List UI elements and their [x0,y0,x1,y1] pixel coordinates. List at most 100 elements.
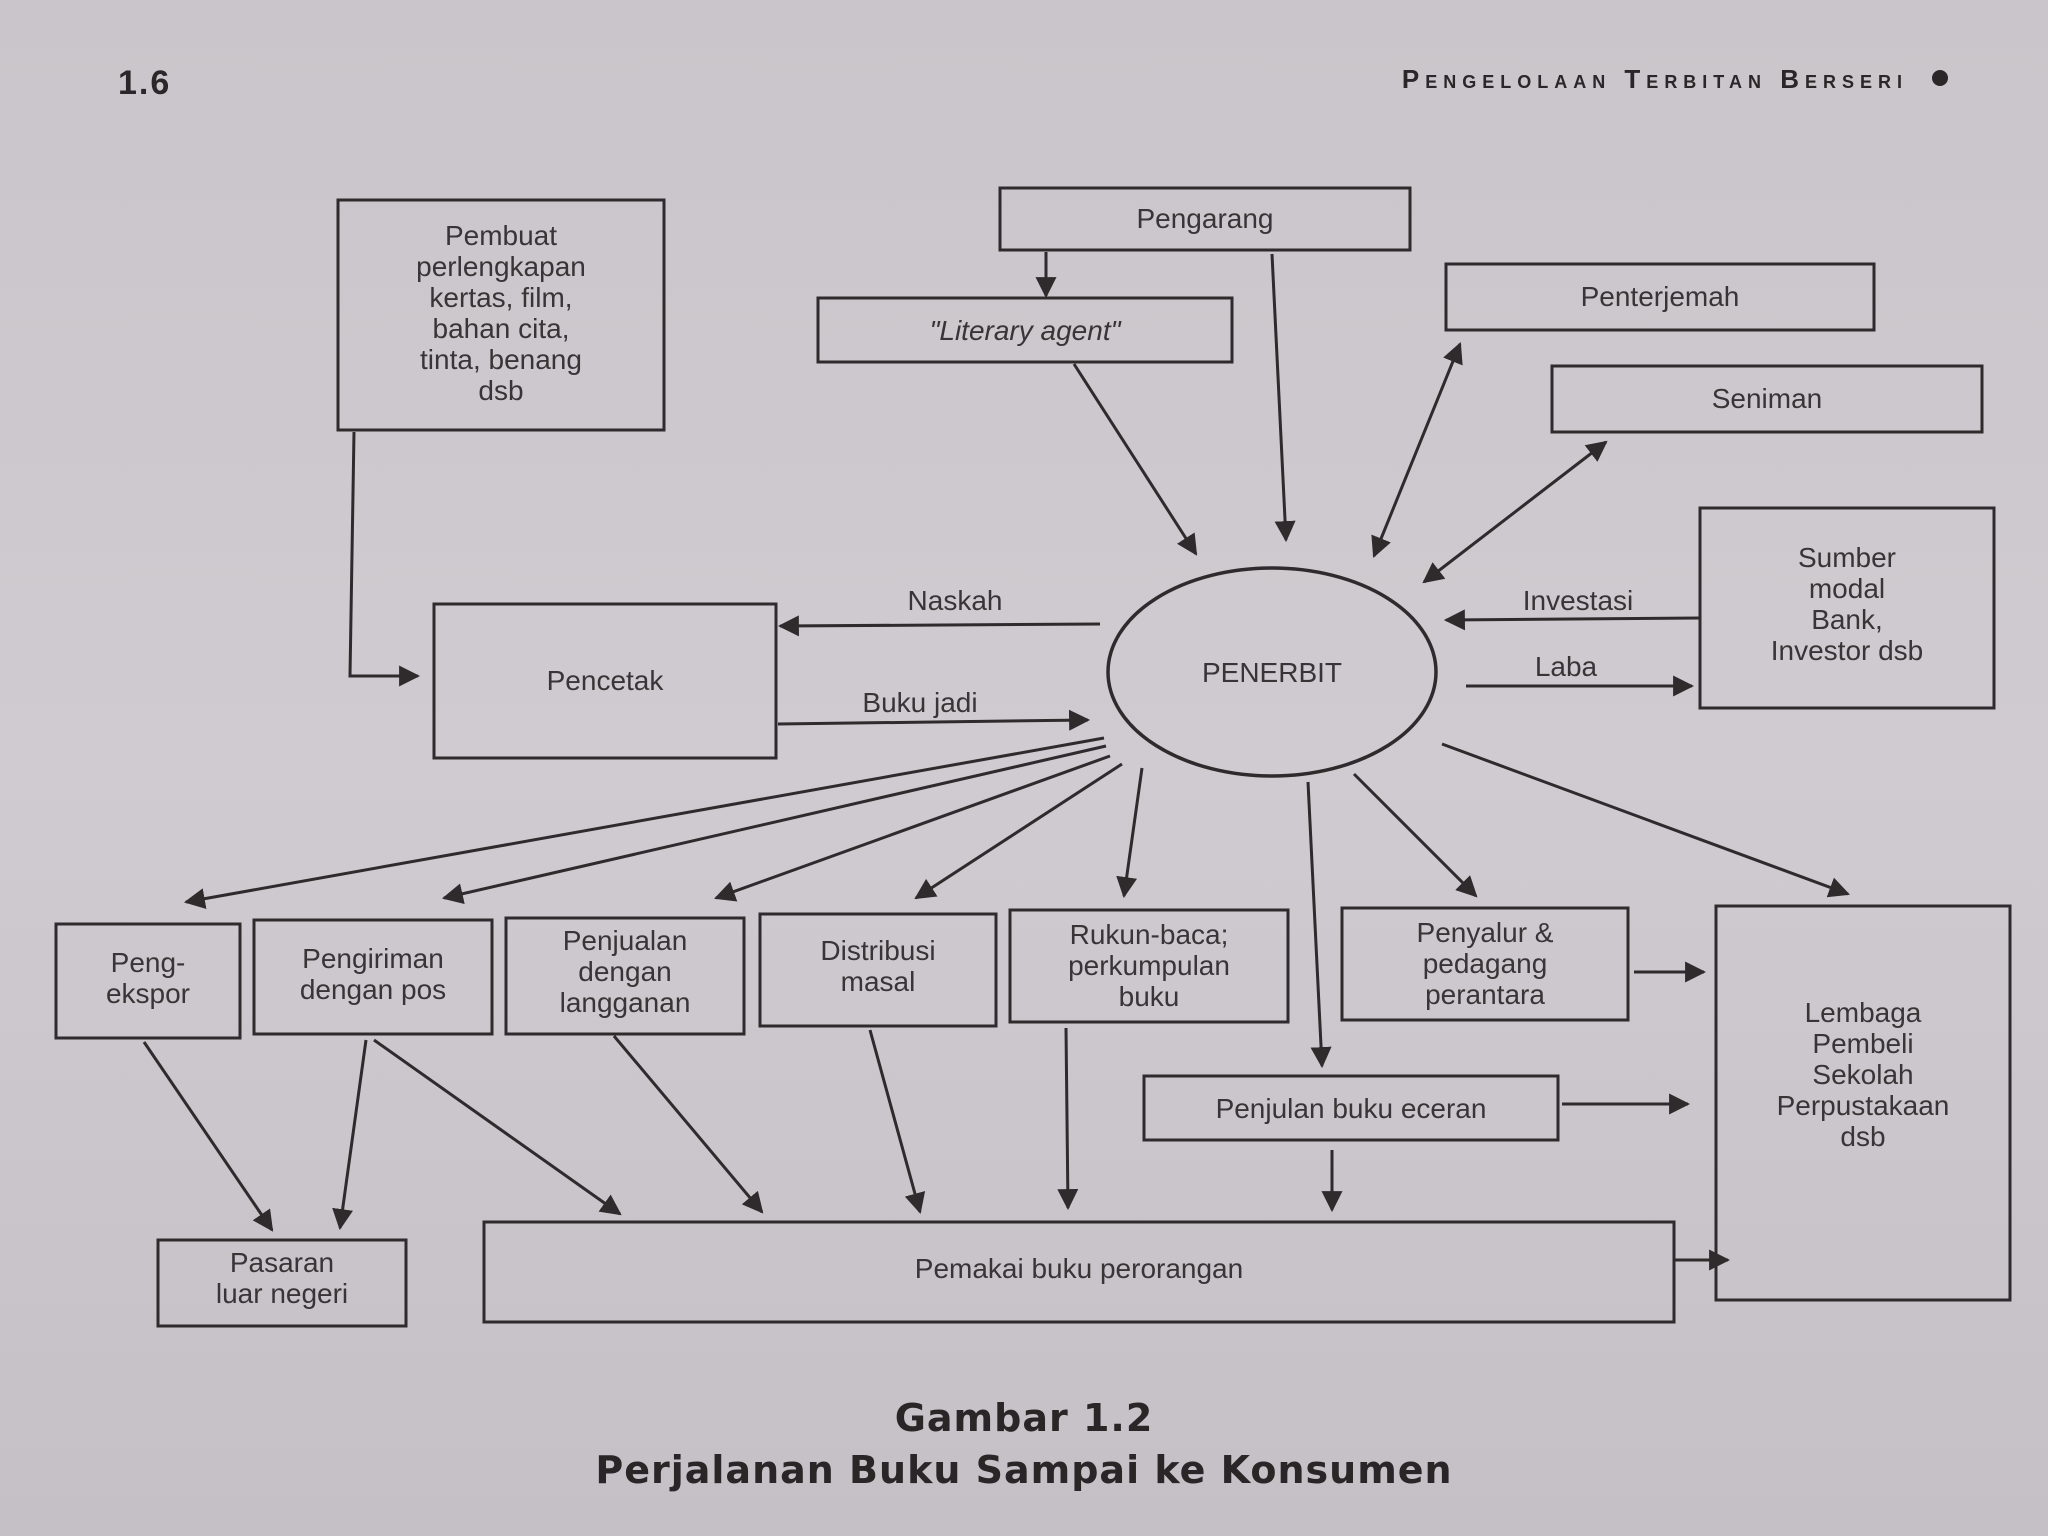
node-label-line: perlengkapan [416,251,586,282]
node-label-line: dengan [578,956,671,987]
node-label-line: perkumpulan [1068,950,1230,981]
node-label-line: Penjualan [563,925,688,956]
node-label-line: Pemakai buku perorangan [915,1253,1243,1284]
edge-penerbit-rukun [1116,767,1144,899]
node-label-line: bahan cita, [433,313,570,344]
node-label: Pengarang [1136,203,1273,234]
edge-langganan-pemakai [612,1035,764,1214]
page-number: 1.6 [118,64,172,102]
node-pengarang: Pengarang [998,186,1412,252]
node-label-line: Pencetak [547,665,665,696]
node-pemakai-buku: Pemakai buku perorangan [482,1220,1676,1324]
node-label-line: langganan [560,987,691,1018]
node-label-line: perantara [1425,979,1545,1010]
node-label-line: Distribusi [820,935,935,966]
edge-penerbit-pengiriman [441,744,1107,905]
edge-pembuat-pencetak [348,431,421,687]
node-label: Penterjemah [1581,281,1740,312]
node-label-line: Rukun-baca; [1070,919,1229,950]
edge-pengarang-penerbit [1270,253,1296,543]
edge-pengekspor-pasaran [142,1041,274,1232]
node-label-line: Bank, [1811,604,1883,635]
node-label-line: Sekolah [1812,1059,1913,1090]
edge-penterjemah-penerbit [1371,342,1463,558]
node-label-line: Investor dsb [1771,635,1924,666]
edge-seniman-penerbit [1422,440,1608,584]
node-seniman: Seniman [1550,364,1984,434]
edge-penerbit-lembaga [1441,742,1850,898]
page-header: 1.6 Pengelolaan Terbitan Berseri [118,64,1948,104]
node-label: Pencetak [547,665,665,696]
node-label-line: pedagang [1423,948,1548,979]
node-label-line: kertas, film, [429,282,572,313]
node-label-line: Lembaga [1805,997,1922,1028]
edge-agent-penerbit [1072,363,1198,556]
node-literary-agent: "Literary agent" [816,296,1234,364]
edge-penerbit-distribusi [914,762,1123,900]
edge-label-naskah: Naskah [908,585,1003,616]
edge-penerbit-eceran [1306,781,1332,1069]
node-label: Seniman [1712,383,1823,414]
node-label-line: dsb [1840,1121,1885,1152]
edge-label-laba: Laba [1535,651,1598,682]
node-label-line: Penterjemah [1581,281,1740,312]
node-label-line: Pengarang [1136,203,1273,234]
figure-number: Gambar 1.2 [894,1396,1154,1440]
bullet-icon [1932,70,1948,86]
edge-pengiriman-pemakai [373,1038,622,1216]
node-label-line: tinta, benang [420,344,582,375]
node-label-line: modal [1809,573,1885,604]
node-label-line: Pembuat [445,220,557,251]
node-label-line: Perpustakaan [1777,1090,1950,1121]
edge-rukun-pemakai [1057,1027,1079,1211]
edge-pencetak-penerbit [777,709,1091,731]
node-label-line: Penjulan buku eceran [1216,1093,1487,1124]
node-label-line: PENERBIT [1202,657,1342,688]
node-penterjemah: Penterjemah [1444,262,1876,332]
node-label: PENERBIT [1202,657,1342,688]
node-label-line: Pembeli [1812,1028,1913,1059]
edge-penerbit-penyalur [1352,772,1478,898]
node-label-line: masal [841,966,916,997]
node-label-line: ekspor [106,978,190,1009]
node-label-line: luar negeri [216,1278,348,1309]
node-penjualan-eceran: Penjulan buku eceran [1142,1074,1560,1142]
node-label-line: Sumber [1798,542,1896,573]
edge-penerbit-pencetak [777,615,1101,637]
edge-penerbit-langganan [714,754,1111,902]
node-pencetak: Pencetak [432,602,778,760]
node-label: "Literary agent" [929,315,1121,346]
node-penerbit: PENERBIT [1106,566,1438,778]
node-label-line: Pengiriman [302,943,444,974]
edge-label-buku-jadi: Buku jadi [862,687,977,718]
node-pengekspor: Peng-ekspor [54,922,242,1040]
node-label-line: Pasaran [230,1247,334,1278]
node-label: Pemakai buku perorangan [915,1253,1243,1284]
node-label-line: Penyalur & [1417,917,1554,948]
node-label-line: Seniman [1712,383,1823,414]
figure-title: Perjalanan Buku Sampai ke Konsumen [595,1448,1453,1492]
node-label: Penjulan buku eceran [1216,1093,1487,1124]
node-label-line: "Literary agent" [929,315,1121,346]
edges [142,252,1850,1271]
node-label-line: dengan pos [300,974,446,1005]
edge-penerbit-pengekspor [183,736,1105,910]
node-label-line: Peng- [111,947,186,978]
